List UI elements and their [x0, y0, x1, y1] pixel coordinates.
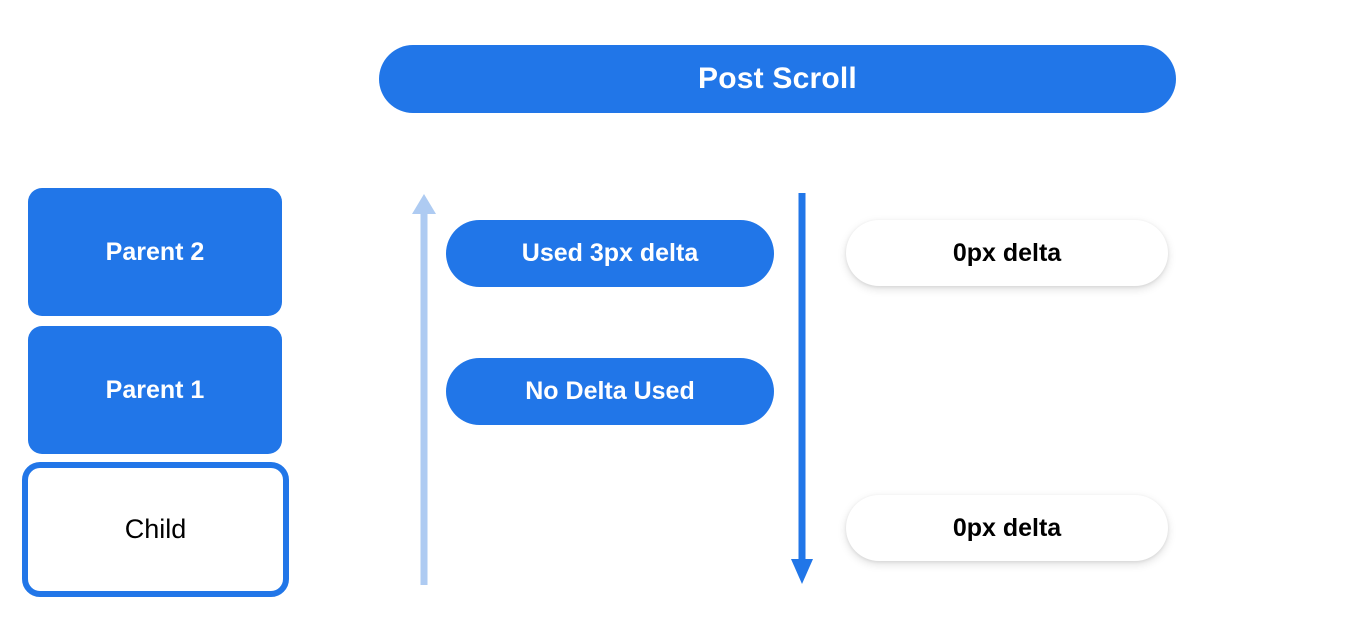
node-parent-1: Parent 1 [28, 326, 282, 454]
node-parent-2: Parent 2 [28, 188, 282, 316]
post-scroll-header-banner: Post Scroll [379, 45, 1176, 113]
node-child: Child [22, 462, 289, 597]
down-arrow-icon [787, 193, 817, 585]
pill-zero-delta-bottom-label: 0px delta [952, 513, 1062, 542]
pill-used-3px-delta-label: Used 3px delta [521, 239, 699, 267]
page-title: Post Scroll [698, 62, 857, 95]
pill-zero-delta-top-label: 0px delta [952, 238, 1062, 267]
node-parent-1-label: Parent 1 [105, 375, 205, 404]
pill-zero-delta-bottom: 0px delta [846, 495, 1168, 561]
pill-zero-delta-top: 0px delta [846, 220, 1168, 286]
up-arrow-icon [411, 193, 437, 585]
node-child-label: Child [124, 514, 187, 544]
pill-used-3px-delta: Used 3px delta [446, 220, 774, 287]
node-parent-2-label: Parent 2 [105, 237, 205, 266]
pill-no-delta-used: No Delta Used [446, 358, 774, 425]
pill-no-delta-used-label: No Delta Used [525, 377, 695, 405]
